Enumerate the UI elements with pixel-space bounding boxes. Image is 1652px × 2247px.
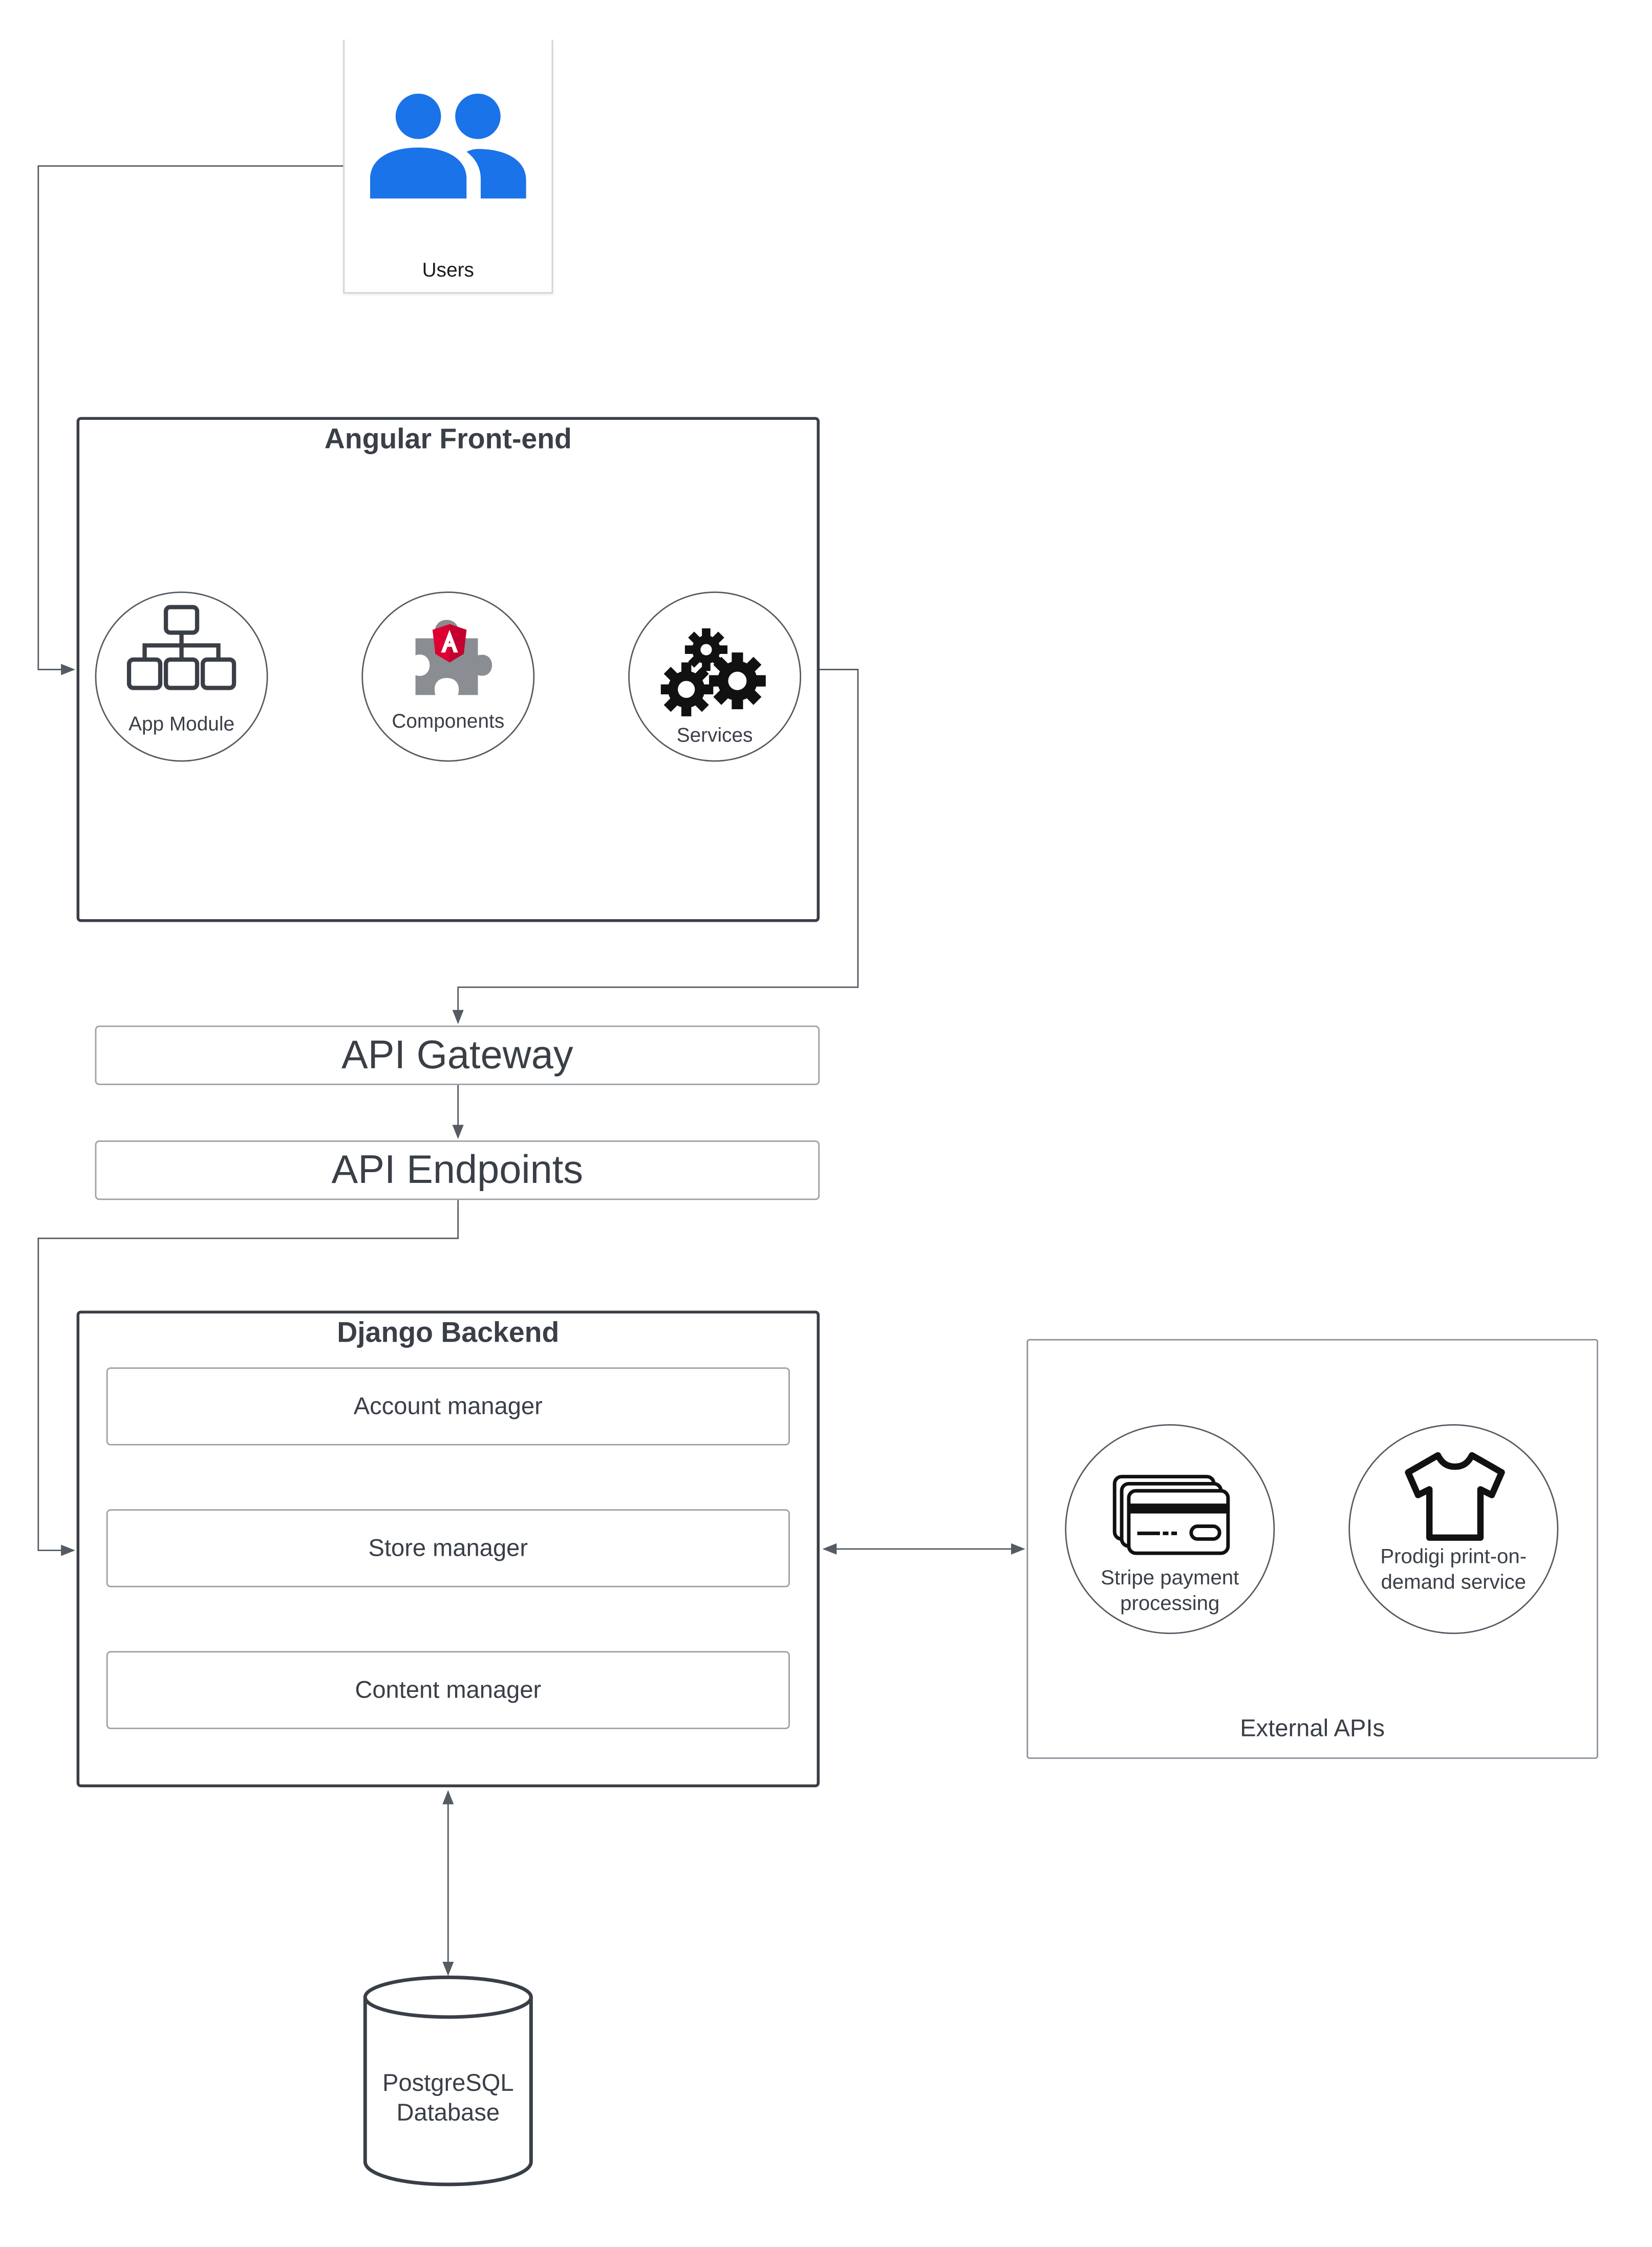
external-apis-title: External APIs [1240,1714,1385,1742]
database-label: PostgreSQL Database [382,2069,514,2127]
account-manager-box: Account manager [106,1367,790,1446]
angular-puzzle-icon [415,620,492,695]
api-endpoints-label: API Endpoints [331,1147,584,1192]
connector-users-to-frontend [37,165,344,675]
credit-card-icon [1112,1475,1230,1555]
gears-icon [660,628,766,716]
app-module-node: App Module [95,591,268,762]
content-manager-label: Content manager [355,1676,542,1703]
services-label: Services [676,723,753,747]
api-endpoints-box: API Endpoints [95,1140,820,1200]
prodigi-node: Prodigi print-on-demand service [1348,1424,1559,1635]
components-label: Components [392,709,505,732]
api-gateway-label: API Gateway [341,1032,573,1077]
users-card: Users [343,39,553,294]
postgresql-database: PostgreSQL Database [363,1975,533,2187]
sitemap-icon [126,605,237,690]
store-manager-label: Store manager [368,1534,528,1561]
account-manager-label: Account manager [353,1392,543,1419]
backend-title: Django Backend [337,1318,560,1349]
content-manager-box: Content manager [106,1651,790,1729]
prodigi-label: Prodigi print-on-demand service [1380,1546,1527,1595]
tshirt-icon [1405,1452,1505,1541]
database-cylinder-icon [363,1975,533,2187]
store-manager-box: Store manager [106,1509,790,1587]
stripe-label: Stripe payment processing [1101,1567,1239,1616]
services-node: Services [628,591,802,762]
connector-endpoints-to-backend [37,1200,459,1556]
api-gateway-box: API Gateway [95,1025,820,1086]
users-icon [370,93,526,199]
connector-services-to-gateway [452,669,859,1024]
users-label: Users [422,258,474,281]
stripe-node: Stripe payment processing [1065,1424,1275,1635]
components-node: Components [361,591,535,762]
app-module-label: App Module [128,712,235,735]
frontend-title: Angular Front-end [324,424,572,456]
